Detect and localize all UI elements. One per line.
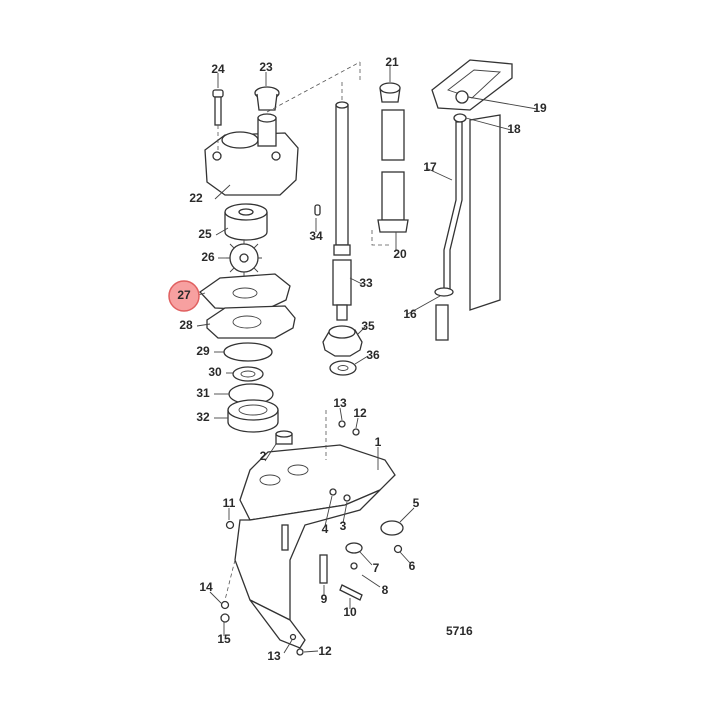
callout-19: 19 <box>533 101 547 115</box>
callout-labels: 1234567891011121314151617181920212223242… <box>177 55 547 663</box>
callout-9: 9 <box>321 592 328 606</box>
callout-30: 30 <box>208 365 222 379</box>
callout-1: 1 <box>375 435 382 449</box>
callout-11: 11 <box>223 496 236 510</box>
part-29-o-ring <box>223 342 273 362</box>
part-5-mount <box>380 520 404 536</box>
part-21-grommet <box>379 82 401 103</box>
part-8-screw <box>350 562 358 570</box>
part-35-pinion-gear <box>322 325 363 357</box>
part-17-shift-rod <box>435 121 463 341</box>
callout-4: 4 <box>322 522 329 536</box>
callout-13: 13 <box>333 396 347 410</box>
callout-25: 25 <box>198 227 212 241</box>
part-32-bearing <box>227 399 279 433</box>
callout-31: 31 <box>196 386 210 400</box>
driveshaft-housing <box>469 114 501 311</box>
callout-22: 22 <box>189 191 203 205</box>
callout-23: 23 <box>259 60 273 74</box>
part-25-insert <box>224 203 268 241</box>
part-36-nut <box>329 360 357 376</box>
leader-lines <box>194 61 538 654</box>
part-33-drive-shaft <box>332 101 352 321</box>
part-26-impeller <box>226 240 262 276</box>
callout-34: 34 <box>309 229 323 243</box>
callout-16: 16 <box>403 307 417 321</box>
part-16-clip <box>434 287 454 297</box>
callout-18: 18 <box>507 122 521 136</box>
part-34-key <box>314 204 321 216</box>
part-11-nut <box>225 520 235 530</box>
callout-8: 8 <box>382 583 389 597</box>
part-6-screw <box>393 544 403 554</box>
part-23-grommet <box>254 86 280 111</box>
callout-33: 33 <box>359 276 373 290</box>
part-10-bolt <box>339 584 363 601</box>
part-3-screw <box>343 494 351 502</box>
part-13b-screw <box>289 633 297 641</box>
callout-2: 2 <box>260 449 267 463</box>
drawing-number: 5716 <box>446 624 473 638</box>
part-13-screw <box>338 420 346 428</box>
part-7-anode <box>345 542 363 554</box>
callout-20: 20 <box>393 247 407 261</box>
callout-24: 24 <box>211 62 225 76</box>
part-15-nut <box>220 613 230 623</box>
highlight-part-27[interactable] <box>168 280 200 312</box>
callout-27: 27 <box>177 288 191 302</box>
callout-12b: 12 <box>318 644 332 658</box>
callout-36: 36 <box>366 348 380 362</box>
callout-3: 3 <box>340 519 347 533</box>
part-12b-plug <box>296 648 304 656</box>
callout-14: 14 <box>199 580 213 594</box>
part-18-bushing <box>453 113 467 123</box>
callout-35: 35 <box>361 319 375 333</box>
callout-13b: 13 <box>267 649 281 663</box>
part-24-bolt <box>212 89 224 126</box>
part-27-gasket <box>199 273 291 311</box>
callout-12: 12 <box>353 406 367 420</box>
callout-15: 15 <box>217 632 231 646</box>
part-30-seal <box>232 366 264 382</box>
callout-6: 6 <box>409 559 416 573</box>
part-28-face-plate <box>206 305 296 339</box>
callout-28: 28 <box>179 318 193 332</box>
part-9-spring <box>319 554 328 584</box>
callout-21: 21 <box>385 55 399 69</box>
part-19-adapter-plate <box>431 59 513 111</box>
callout-7: 7 <box>373 561 380 575</box>
part-14-washer <box>220 600 230 610</box>
callout-17: 17 <box>423 160 437 174</box>
part-12-plug <box>352 428 360 436</box>
part-4-washer <box>329 488 337 496</box>
part-20-water-tube <box>377 109 409 233</box>
callout-29: 29 <box>196 344 210 358</box>
callout-26: 26 <box>201 250 215 264</box>
callout-32: 32 <box>196 410 210 424</box>
part-2-bushing <box>275 430 293 445</box>
part-22-water-pump-housing <box>204 113 299 196</box>
part-1-gear-housing <box>234 444 396 649</box>
callout-5: 5 <box>413 496 420 510</box>
callout-10: 10 <box>343 605 357 619</box>
